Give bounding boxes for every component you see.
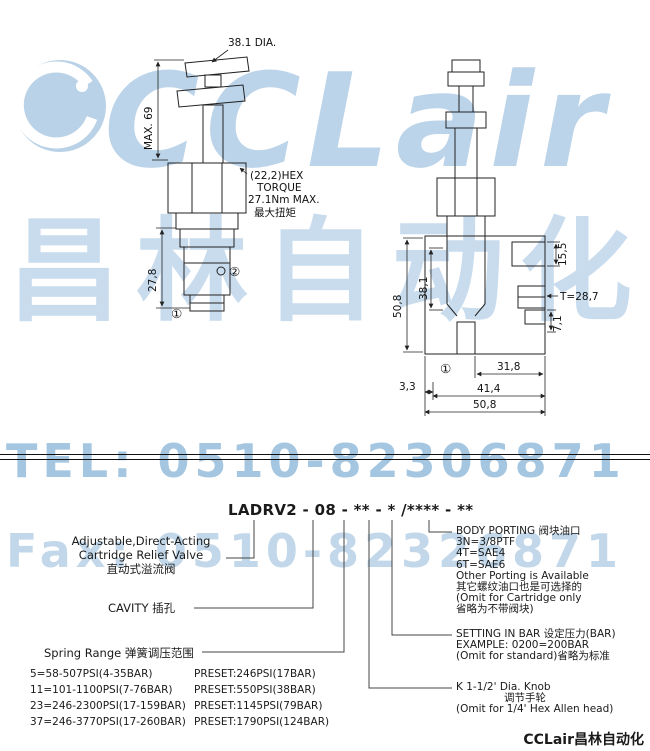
dim-155-label: 15,5 xyxy=(557,243,569,266)
body-porting-option: 3N=3/8PTF xyxy=(456,536,516,549)
body-valve-outline xyxy=(424,59,546,355)
knob-block: K 1-1/2' Dia. Knob 调节手轮 (Omit for 1/4' H… xyxy=(456,681,614,716)
body-porting-block: BODY PORTING 阀块油口 3N=3/8PTF 4T=SAE4 6T=S… xyxy=(456,525,589,616)
dim-278-label: 27,8 xyxy=(147,269,159,292)
cartridge-dimension-lines xyxy=(152,49,248,309)
spring-row: 11=101-1100PSI(7-76BAR) PRESET:550PSI(38B… xyxy=(30,682,329,698)
body-porting-option: 4T=SAE4 xyxy=(456,547,506,560)
setting-block: SETTING IN BAR 设定压力(BAR) EXAMPLE: 0200=2… xyxy=(456,628,616,663)
setting-omit: (Omit for standard)省略为标准 xyxy=(456,650,610,663)
dim-max69-label: MAX. 69 xyxy=(143,107,155,150)
cartridge-valve-outline xyxy=(167,56,250,312)
setting-example: EXAMPLE: 0200=200BAR xyxy=(456,639,590,652)
hex-note-line2: TORQUE xyxy=(256,182,302,194)
port-2-label: ② xyxy=(229,264,240,279)
body-porting-omit-cn: 省略为不带阀块) xyxy=(456,603,534,616)
cclair-logo-icon xyxy=(10,56,110,160)
technical-drawings: 38.1 DIA. MAX. 69 27,8 (22,2)HEX TORQUE … xyxy=(143,37,599,416)
knob-title-cn: 调节手轮 xyxy=(504,692,546,705)
dim-dia-label: 38.1 DIA. xyxy=(228,37,276,49)
spring-range-value: 23=246-2300PSI(17-159BAR) xyxy=(30,700,186,712)
body-porting-option: 6T=SAE6 xyxy=(456,558,506,571)
spring-row: 37=246-3770PSI(17-260BAR) PRESET:1790PSI(… xyxy=(30,714,329,730)
dim-508-left-label: 50,8 xyxy=(392,295,404,318)
spring-range-value: 11=101-1100PSI(7-76BAR) xyxy=(30,684,173,696)
valve-title-cn: 直动式溢流阀 xyxy=(106,562,176,576)
hex-note-line1: (22,2)HEX xyxy=(250,170,303,182)
valve-title-block: Adjustable,Direct-Acting Cartridge Relie… xyxy=(58,534,224,576)
thread-label: T=28,7 xyxy=(559,291,599,303)
knob-title: K 1-1/2' Dia. Knob xyxy=(456,681,551,693)
hex-note-line3: 27.1Nm MAX. xyxy=(248,194,320,206)
dim-414-label: 41,4 xyxy=(477,383,501,395)
spring-row: 5=58-507PSI(4-35BAR) PRESET:246PSI(17BAR) xyxy=(30,666,329,682)
spring-range-value: 5=58-507PSI(4-35BAR) xyxy=(30,668,153,680)
spring-range-table: 5=58-507PSI(4-35BAR) PRESET:246PSI(17BAR)… xyxy=(30,666,329,730)
dim-318-label: 31,8 xyxy=(497,361,520,373)
dim-71-label: 7,1 xyxy=(552,315,564,332)
knob-omit: (Omit for 1/4' Hex Allen head) xyxy=(456,703,614,716)
spring-range-value: 37=246-3770PSI(17-260BAR) xyxy=(30,716,186,728)
body-porting-note: Other Porting is Available xyxy=(456,569,589,582)
dim-33-label: 3,3 xyxy=(399,381,416,393)
body-porting-title: BODY PORTING 阀块油口 xyxy=(456,525,581,537)
setting-title: SETTING IN BAR 设定压力(BAR) xyxy=(456,628,616,640)
spring-preset-value: PRESET:246PSI(17BAR) xyxy=(194,668,316,680)
body-porting-omit: (Omit for Cartridge only xyxy=(456,592,582,605)
dim-508-bottom-label: 50,8 xyxy=(473,399,496,411)
separator-line-bottom xyxy=(0,459,650,460)
body-port-1-label: ① xyxy=(440,361,451,376)
footer-brand-text: CCLair昌林自动化 xyxy=(523,732,644,748)
separator-line-top xyxy=(0,454,650,455)
spring-preset-value: PRESET:1790PSI(124BAR) xyxy=(194,716,330,728)
spring-range-label: Spring Range 弹簧调压范围 xyxy=(44,646,194,660)
cavity-label: CAVITY 插孔 xyxy=(108,601,176,615)
ordering-code: LADRV2 - 08 - ** - * /**** - ** xyxy=(228,501,474,519)
dim-381-label: 38,1 xyxy=(418,277,430,300)
port-1-label: ① xyxy=(171,306,182,321)
body-dimension-lines xyxy=(403,237,560,416)
spring-row: 23=246-2300PSI(17-159BAR) PRESET:1145PSI(… xyxy=(30,698,329,714)
spring-preset-value: PRESET:550PSI(38BAR) xyxy=(194,684,316,696)
valve-title-en1: Adjustable,Direct-Acting xyxy=(71,534,211,548)
spring-preset-value: PRESET:1145PSI(79BAR) xyxy=(194,700,323,712)
body-porting-note-cn: 其它螺纹油口也是可选择的 xyxy=(456,580,582,593)
valve-title-en2: Cartridge Relief Valve xyxy=(78,548,204,562)
hex-note-line4: 最大扭矩 xyxy=(254,206,296,219)
